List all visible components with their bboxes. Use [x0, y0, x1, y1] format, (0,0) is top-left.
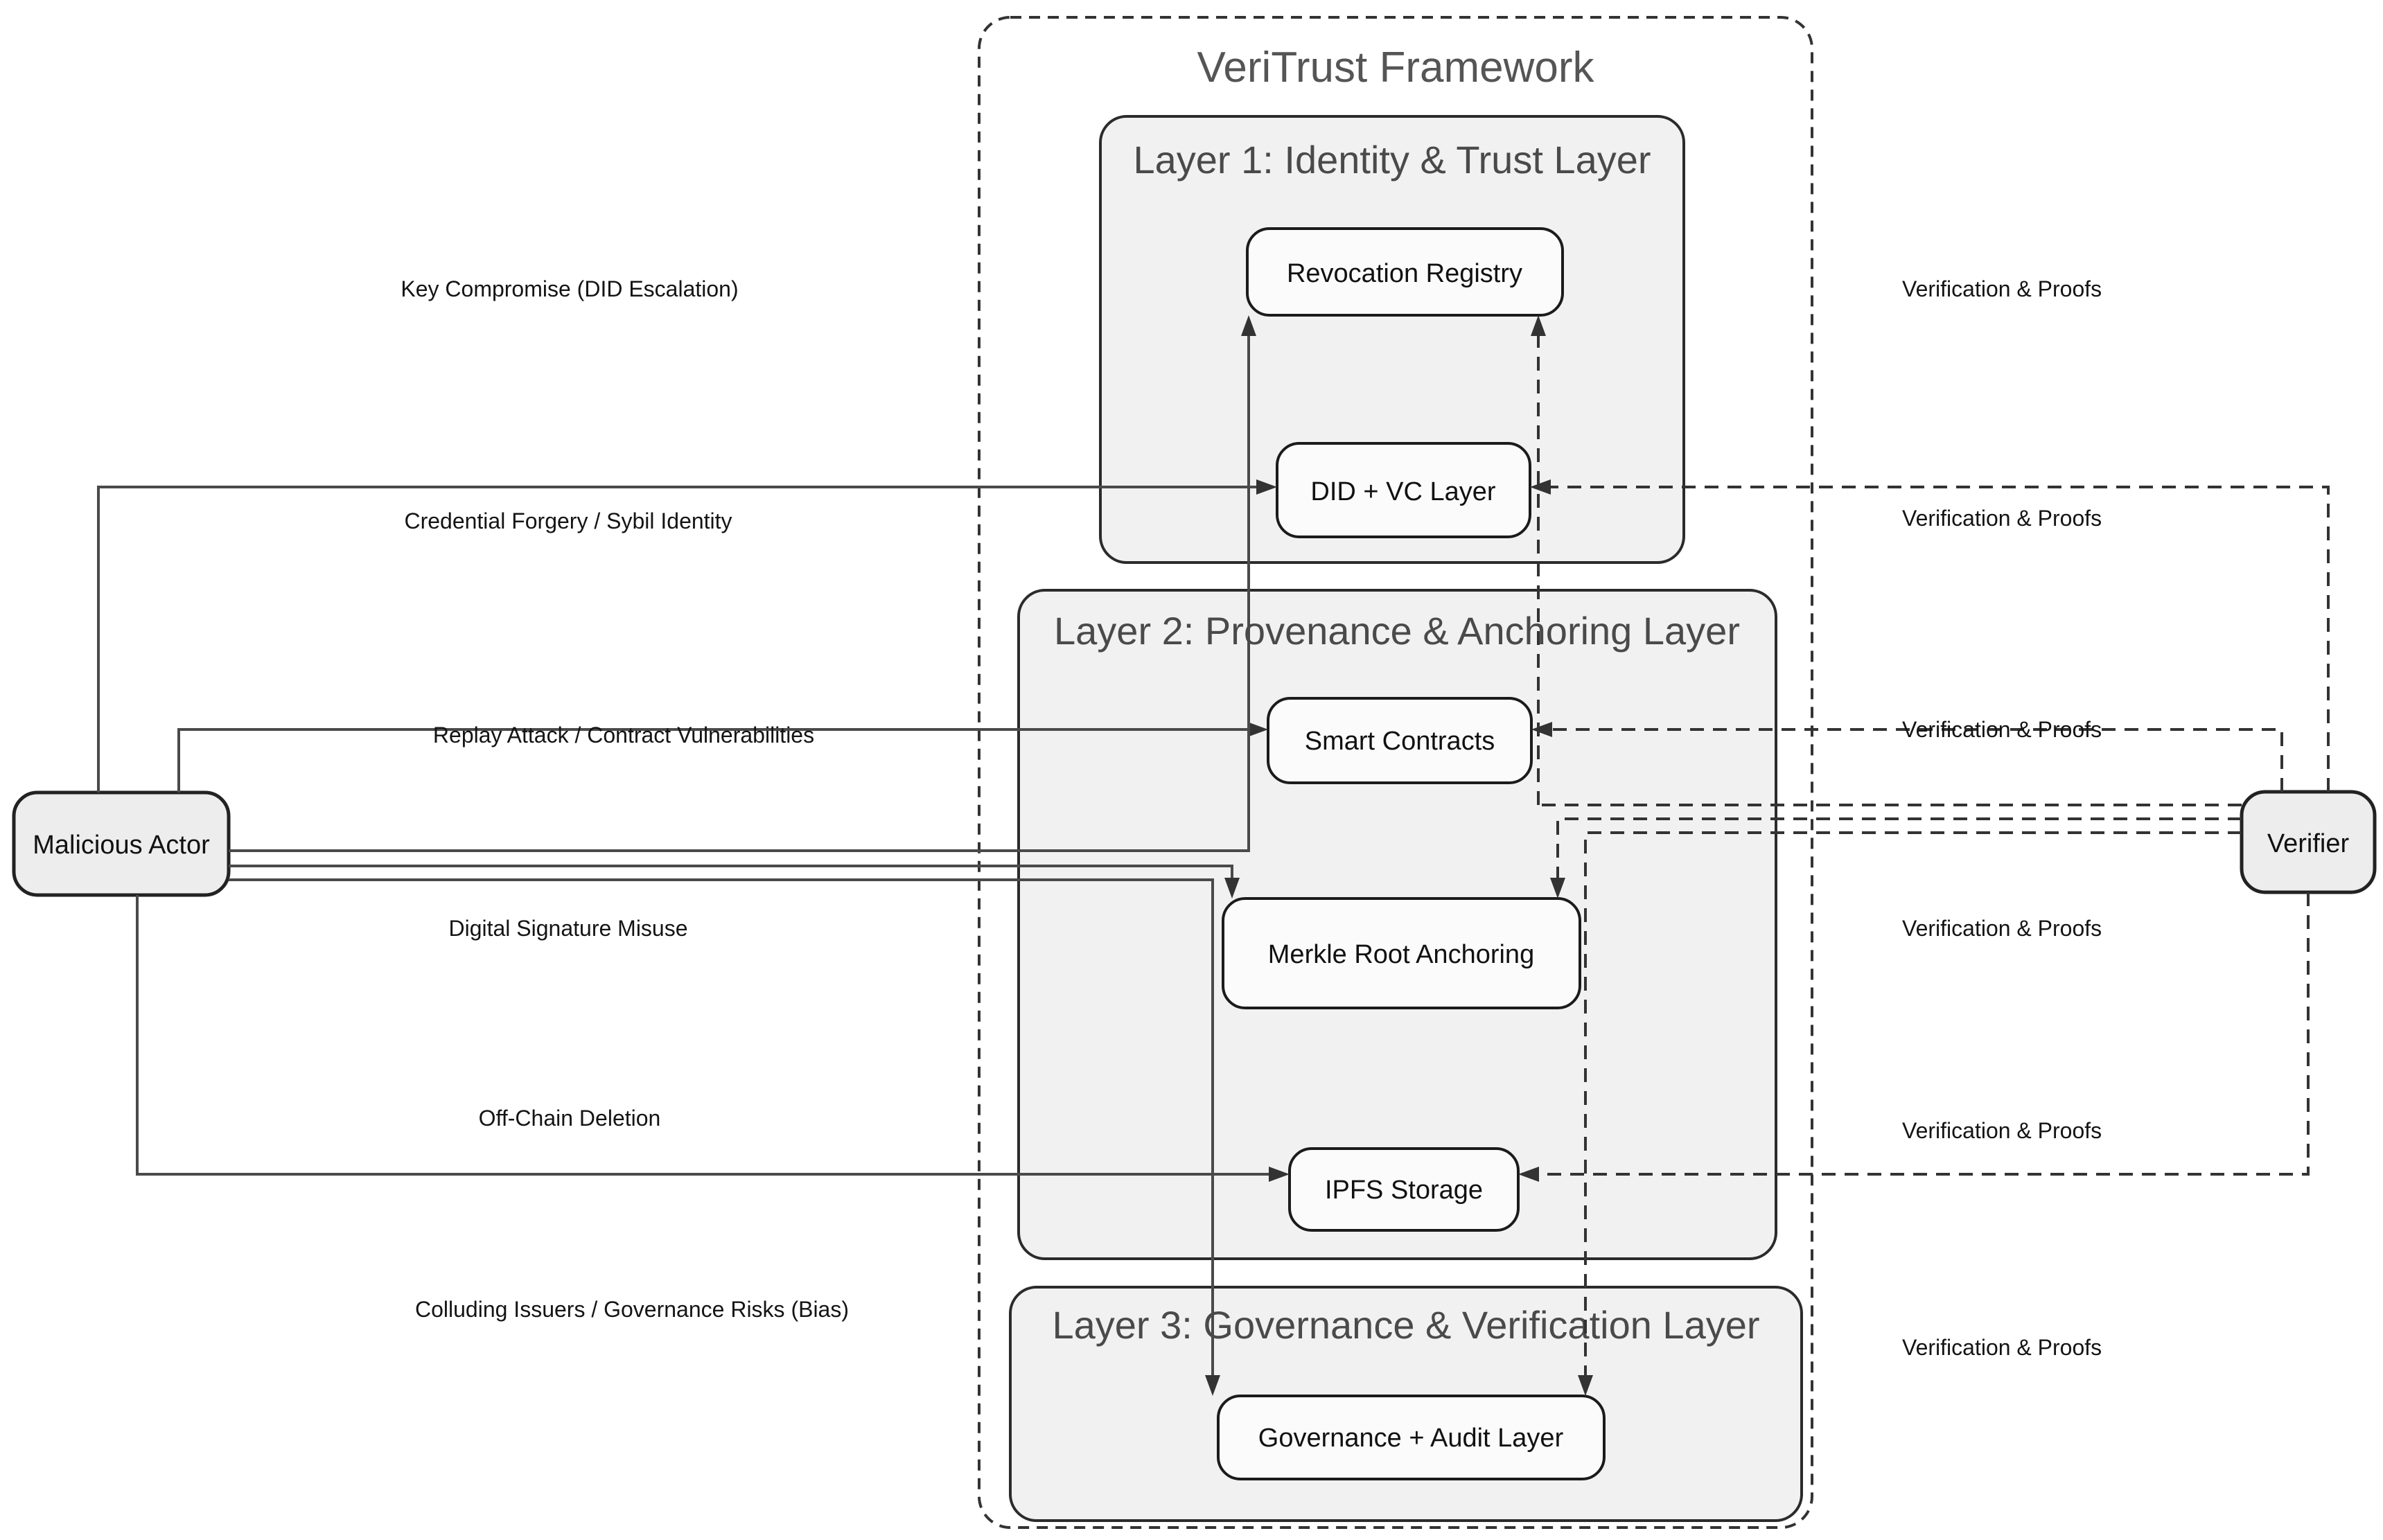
- arrowhead-verify-governance: [1578, 1375, 1593, 1396]
- arrowhead-verify-smart-contracts: [1531, 722, 1552, 737]
- layer2-provenance-anchoring: Layer 2: Provenance & Anchoring Layer Sm…: [1017, 589, 1777, 1260]
- node-ipfs-storage-label: IPFS Storage: [1325, 1176, 1483, 1205]
- framework-title: VeriTrust Framework: [1197, 44, 1594, 91]
- label-verification-proofs-2: Verification & Proofs: [1902, 506, 2102, 531]
- node-smart-contracts-label: Smart Contracts: [1305, 727, 1495, 756]
- node-governance-audit-layer: [1217, 1395, 1606, 1480]
- actor-verifier: Verifier: [2240, 790, 2377, 894]
- arrowhead-colluding-issuers: [1205, 1375, 1220, 1396]
- malicious-actor-box: [12, 790, 231, 897]
- arrow-replay-attack: [177, 728, 1260, 793]
- node-did-vc-layer: [1276, 442, 1531, 538]
- node-ipfs-storage: [1288, 1147, 1520, 1232]
- arrowhead-verify-revocation: [1531, 315, 1546, 336]
- layer1-identity-trust: Layer 1: Identity & Trust Layer Revocati…: [1099, 115, 1685, 564]
- malicious-actor-label: Malicious Actor: [33, 831, 210, 860]
- arrowhead-verify-did-vc: [1530, 479, 1551, 495]
- node-merkle-root-anchoring-label: Merkle Root Anchoring: [1268, 940, 1534, 969]
- layer3-governance-verification: Layer 3: Governance & Verification Layer…: [1009, 1286, 1803, 1522]
- node-governance-audit-layer-label: Governance + Audit Layer: [1258, 1424, 1564, 1453]
- layer3-title: Layer 3: Governance & Verification Layer: [1052, 1303, 1759, 1347]
- arrowhead-verify-merkle: [1550, 878, 1565, 899]
- arrow-verify-governance: [1584, 831, 2242, 1388]
- node-merkle-root-anchoring: [1222, 897, 1581, 1009]
- label-colluding-issuers: Colluding Issuers / Governance Risks (Bi…: [415, 1297, 849, 1322]
- label-verification-proofs-3: Verification & Proofs: [1902, 717, 2102, 742]
- threat-labels: Key Compromise (DID Escalation) Credenti…: [401, 276, 849, 1322]
- verification-arrows: [1518, 315, 2330, 1396]
- label-key-compromise: Key Compromise (DID Escalation): [401, 276, 738, 301]
- arrowhead-replay-attack: [1247, 722, 1268, 737]
- layer1-title: Layer 1: Identity & Trust Layer: [1133, 138, 1651, 182]
- label-verification-proofs-6: Verification & Proofs: [1902, 1335, 2102, 1360]
- arrowhead-digital-signature-misuse: [1224, 878, 1240, 899]
- arrow-key-compromise: [229, 324, 1250, 852]
- node-smart-contracts: [1267, 697, 1533, 784]
- label-replay-attack: Replay Attack / Contract Vulnerabilities: [433, 723, 814, 747]
- arrow-colluding-issuers: [229, 878, 1214, 1388]
- arrowhead-key-compromise: [1241, 315, 1256, 336]
- attack-arrows: [97, 315, 1290, 1396]
- arrow-verify-smart-contracts: [1540, 728, 2283, 792]
- arrowhead-credential-forgery: [1256, 479, 1277, 495]
- verifier-label: Verifier: [2267, 829, 2350, 858]
- arrowhead-verify-ipfs: [1518, 1167, 1539, 1182]
- label-digital-signature-misuse: Digital Signature Misuse: [448, 916, 687, 941]
- verification-labels: Verification & Proofs Verification & Pro…: [1902, 276, 2102, 1360]
- node-revocation-registry-label: Revocation Registry: [1287, 259, 1522, 288]
- veritrust-framework-border: [978, 16, 1813, 1529]
- arrow-verify-ipfs: [1527, 892, 2310, 1176]
- arrow-offchain-deletion: [136, 895, 1281, 1176]
- label-offchain-deletion: Off-Chain Deletion: [479, 1106, 661, 1131]
- arrow-verify-did-vc: [1538, 486, 2330, 792]
- node-did-vc-layer-label: DID + VC Layer: [1310, 477, 1495, 506]
- label-verification-proofs-1: Verification & Proofs: [1902, 276, 2102, 301]
- label-verification-proofs-5: Verification & Proofs: [1902, 1118, 2102, 1143]
- actor-malicious: Malicious Actor: [12, 790, 231, 897]
- label-credential-forgery: Credential Forgery / Sybil Identity: [404, 508, 732, 533]
- node-revocation-registry: [1246, 227, 1564, 317]
- label-verification-proofs-4: Verification & Proofs: [1902, 916, 2102, 941]
- arrowhead-offchain-deletion: [1269, 1167, 1290, 1182]
- layer2-title: Layer 2: Provenance & Anchoring Layer: [1054, 609, 1740, 653]
- arrow-credential-forgery: [97, 486, 1269, 793]
